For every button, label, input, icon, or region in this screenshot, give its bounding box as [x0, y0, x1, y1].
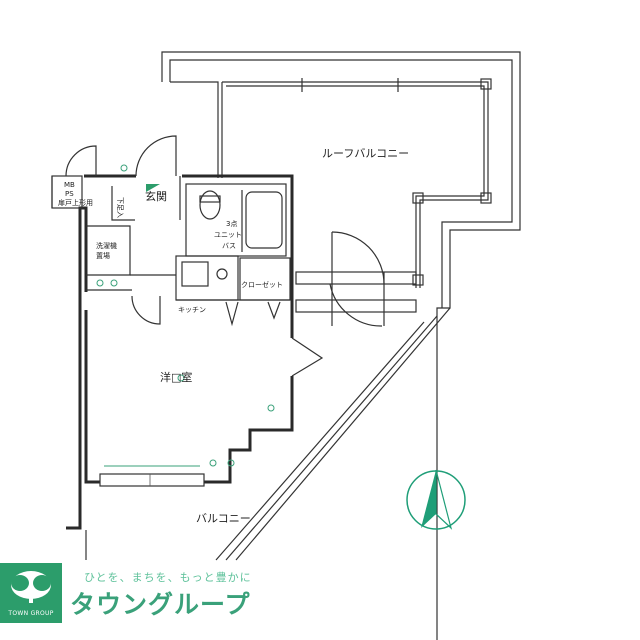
balcony-label: バルコニー [196, 512, 251, 525]
brand-slogan: ひとを、まちを、もっと豊かに [84, 571, 252, 584]
western-room-label: 洋□室 [160, 370, 192, 384]
brand-name-jp: タウングループ [70, 590, 251, 619]
unit-bath-label-2: ユニット [214, 231, 242, 239]
washer-label-2: 置場 [96, 251, 110, 260]
brand-logo: TOWN GROUP [0, 563, 62, 623]
tree-logo-icon [11, 571, 51, 603]
ps-label: PS [65, 190, 74, 198]
mb-label: MB [64, 181, 75, 189]
unit-bath-label-3: バス [222, 242, 236, 250]
interior-partitions [86, 176, 291, 327]
roof-balcony-label: ルーフバルコニー [322, 147, 409, 160]
balcony-railing [215, 307, 451, 561]
entrance-marker-icon [146, 184, 160, 192]
mb-ps-door-label: 扉戸上形用 [58, 198, 93, 207]
doors [65, 135, 417, 377]
apartment-walls [51, 174, 294, 560]
roof-balcony-parapet [161, 51, 521, 640]
balcony-window [99, 465, 205, 487]
unit-bath-label-1: 3点 [226, 220, 237, 228]
washer-label-1: 洗濯機 [96, 241, 117, 250]
north-compass-icon [406, 469, 466, 530]
kitchen-label: キッチン [178, 306, 206, 314]
shoebox-label: 下足入 [116, 197, 124, 218]
closet-label: クローゼット [241, 280, 283, 289]
entrance-label: 玄関 [145, 189, 167, 203]
brand-name: TOWN GROUP [8, 610, 54, 617]
outlet-symbols [96, 164, 275, 467]
